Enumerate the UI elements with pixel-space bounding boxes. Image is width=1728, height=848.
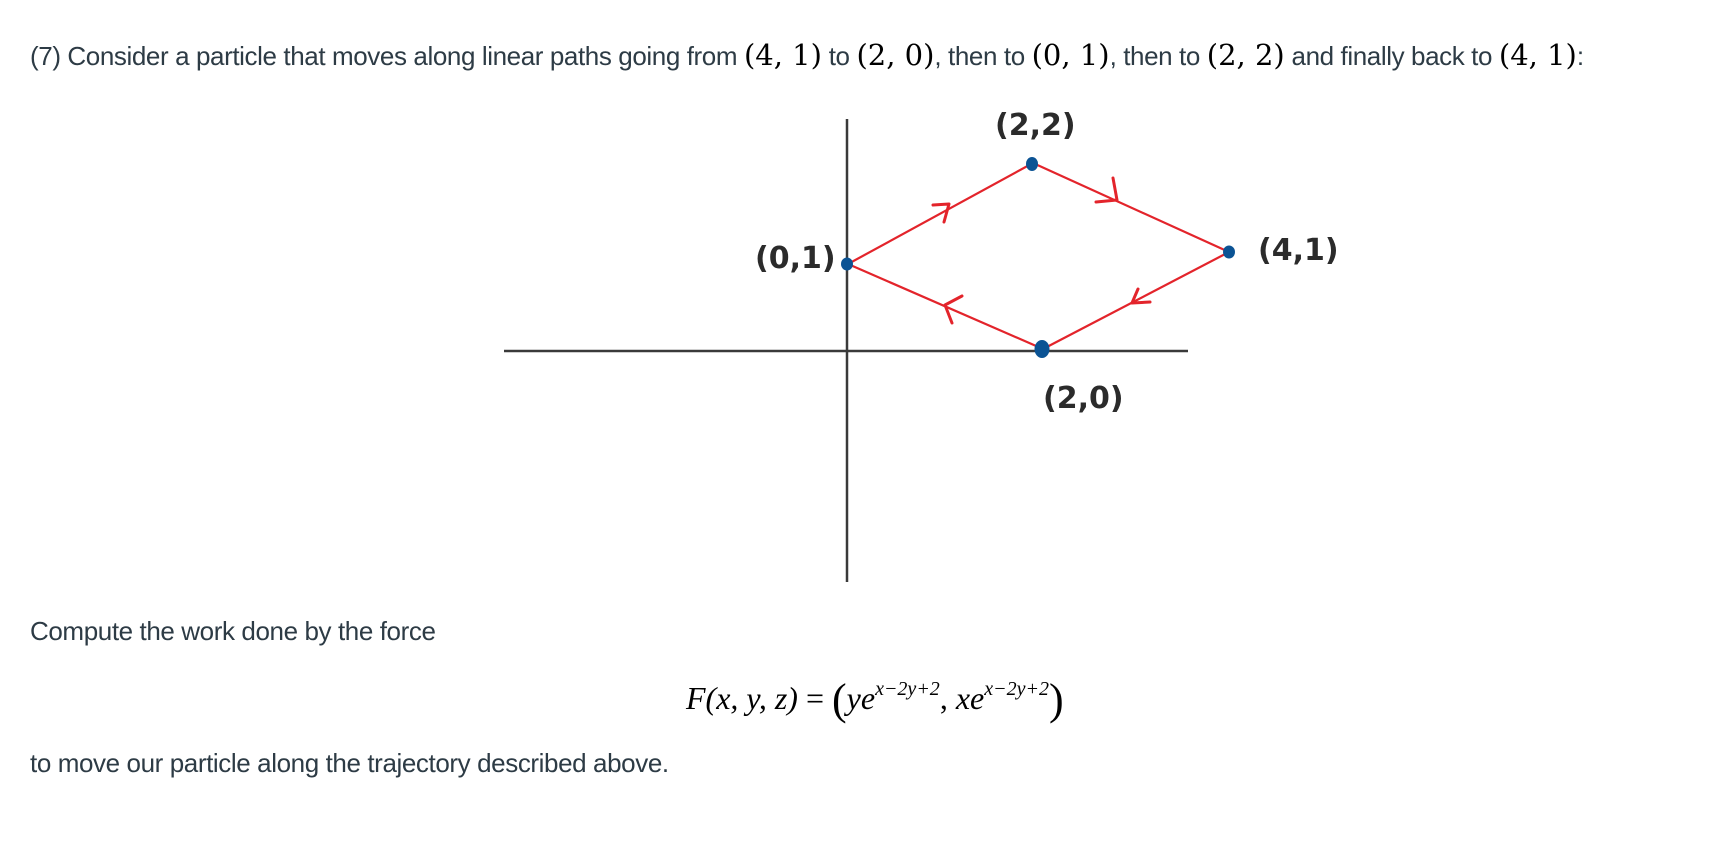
component-2-base: xe [955, 680, 985, 716]
intro-text-6: : [1576, 41, 1584, 71]
direction-arrows [931, 176, 1152, 325]
label-2-0: (2,0) [1043, 381, 1124, 416]
component-1-base: ye [846, 680, 876, 716]
segment-0-1-to-2-2 [846, 161, 1035, 266]
segment-2-2-to-4-1 [1031, 161, 1231, 254]
intro-text-3: , then to [934, 41, 1032, 71]
segment-4-1-to-2-0 [1041, 250, 1231, 351]
arrow-up-left-icon [943, 294, 964, 325]
compute-text: Compute the work done by the force [30, 616, 436, 646]
label-2-2: (2,2) [995, 108, 1076, 143]
point-4-1-math: (4, 1) [743, 38, 822, 72]
problem-intro: (7) Consider a particle that moves along… [30, 38, 1584, 72]
label-4-1: (4,1) [1258, 233, 1339, 268]
path-points [841, 157, 1235, 358]
equation-equals: = [805, 680, 824, 716]
component-2-exponent: x−2y+2 [984, 678, 1049, 700]
trajectory-text: to move our particle along the trajector… [30, 748, 669, 778]
intro-text-4: , then to [1109, 41, 1207, 71]
equation-lhs: F(x, y, z) [686, 680, 798, 716]
label-0-1: (0,1) [755, 241, 836, 276]
point-2-0-math: (2, 0) [856, 38, 935, 72]
point-2-2-math: (2, 2) [1206, 38, 1285, 72]
equation-open-paren: ( [832, 675, 847, 724]
force-equation: F(x, y, z) = (yex−2y+2, xex−2y+2) [686, 674, 1064, 725]
point-4-1 [1223, 245, 1235, 259]
point-0-1 [841, 257, 853, 271]
path-segments [846, 161, 1231, 351]
segment-2-0-to-0-1 [846, 262, 1045, 351]
point-2-0 [1034, 340, 1050, 358]
arrow-down-right-icon [1094, 176, 1119, 204]
equation-close-paren: ) [1048, 675, 1064, 724]
point-0-1-math: (0, 1) [1031, 38, 1110, 72]
point-2-2 [1026, 157, 1038, 171]
component-1-exponent: x−2y+2 [875, 678, 940, 700]
intro-text-5: and finally back to [1284, 41, 1499, 71]
intro-text-1: (7) Consider a particle that moves along… [30, 41, 744, 71]
point-4-1-end-math: (4, 1) [1498, 38, 1577, 72]
arrow-up-right-icon [931, 202, 951, 224]
intro-text-2: to [821, 41, 857, 71]
arrow-down-left-icon [1130, 287, 1152, 305]
equation-separator: , [939, 680, 948, 716]
